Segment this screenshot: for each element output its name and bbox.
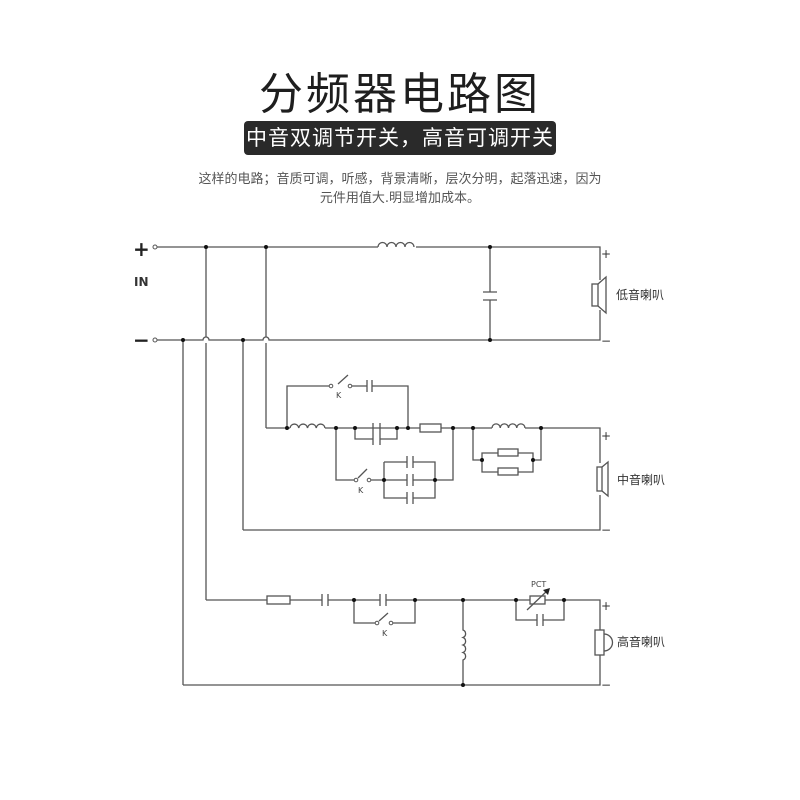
- feed-rails: [182, 247, 267, 685]
- mid-switch-label-2: K: [358, 486, 364, 495]
- input-plus-label: +: [133, 237, 150, 261]
- woofer-plus: +: [601, 247, 611, 261]
- mid-switch-label-1: K: [336, 391, 342, 400]
- mid-plus: +: [601, 429, 611, 443]
- ptc-thermistor: [529, 595, 546, 605]
- tweeter-inductor: [461, 600, 467, 685]
- tweeter-resistor: [266, 595, 291, 605]
- junction-dots: [181, 245, 566, 687]
- mid-inductor-2: [491, 423, 526, 429]
- woofer-section: 低音喇叭 + −: [157, 241, 664, 348]
- tweeter-minus: −: [601, 678, 611, 692]
- ptc-label: PCT: [531, 580, 546, 589]
- mid-resistor-a: [497, 448, 519, 457]
- plus-terminal: [152, 244, 158, 250]
- midrange-speaker-icon: [596, 466, 603, 492]
- description-line-2: 元件用值大.明显增加成本。: [319, 191, 481, 206]
- mid-resistor-b: [497, 467, 519, 476]
- midrange-label: 中音喇叭: [617, 472, 665, 487]
- description-line-1: 这样的电路；音质可调，听感，背景清晰，层次分明，起落迅速，因为: [198, 172, 602, 187]
- minus-terminal: [152, 337, 158, 343]
- input-label: IN: [134, 275, 149, 289]
- woofer-minus: −: [601, 334, 611, 348]
- mid-resistor: [419, 423, 442, 433]
- mid-minus: −: [601, 523, 611, 537]
- woofer-label: 低音喇叭: [616, 287, 664, 302]
- subtitle-banner: 中音双调节开关，高音可调开关: [244, 121, 556, 155]
- midrange-section: K K 中音喇叭 + −: [243, 374, 665, 537]
- woofer-speaker-icon: [591, 283, 599, 307]
- tweeter-plus: +: [601, 599, 611, 613]
- tweeter-section: K PCT 高音喇叭 + −: [183, 580, 665, 692]
- page-title: 分频器电路图: [259, 69, 541, 120]
- woofer-capacitor: [483, 247, 497, 340]
- tweeter-speaker-icon: [594, 629, 605, 656]
- mid-inductor-1: [289, 423, 326, 429]
- description: 这样的电路；音质可调，听感，背景清晰，层次分明，起落迅速，因为 元件用值大.明显…: [0, 170, 800, 208]
- mid-capacitor-pair: [354, 423, 398, 445]
- input-minus-label: −: [133, 328, 150, 352]
- input-terminals: + − IN: [133, 237, 158, 352]
- tweeter-label: 高音喇叭: [617, 634, 665, 649]
- woofer-inductor: [377, 241, 415, 248]
- tweeter-switch-label: K: [382, 629, 388, 638]
